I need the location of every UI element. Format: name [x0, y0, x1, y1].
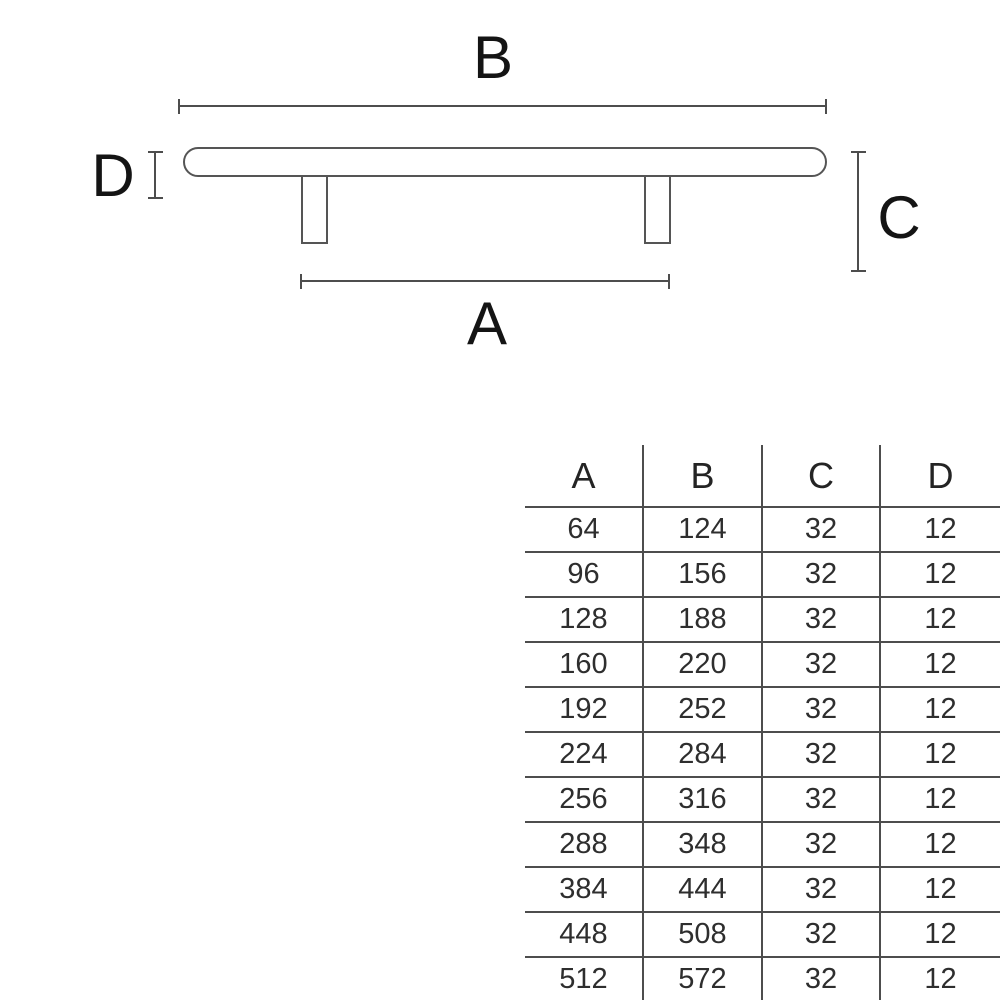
- dimension-line: [154, 151, 156, 199]
- table-cell: 64: [525, 507, 643, 553]
- table-cell: 508: [642, 912, 762, 958]
- table-cell: 256: [525, 777, 643, 823]
- table-cell: 124: [642, 507, 762, 553]
- table-cell: 32: [761, 597, 880, 643]
- table-cell: 160: [525, 642, 643, 688]
- table-cell: 384: [525, 867, 643, 913]
- dimension-line-b: [178, 99, 827, 114]
- dimension-tick: [668, 274, 670, 289]
- table-cell: 32: [761, 507, 880, 553]
- table-row: 128 188 32 12: [525, 597, 1000, 643]
- handle-bar-outline: [183, 147, 827, 177]
- table-cell: 348: [642, 822, 762, 868]
- dimension-label-b: B: [472, 24, 514, 91]
- table-row: 192 252 32 12: [525, 687, 1000, 733]
- table-header-c: C: [761, 445, 880, 508]
- table-row: 448 508 32 12: [525, 912, 1000, 958]
- table-cell: 12: [879, 867, 1000, 913]
- table-cell: 12: [879, 687, 1000, 733]
- size-specification-table: A B C D 64 124 32 12 96 156 32 12 128 18…: [525, 445, 1000, 1000]
- dimension-tick: [851, 270, 866, 272]
- table-row: 288 348 32 12: [525, 822, 1000, 868]
- table-cell: 32: [761, 912, 880, 958]
- table-cell: 288: [525, 822, 643, 868]
- table-cell: 12: [879, 732, 1000, 778]
- dimension-line: [857, 151, 859, 272]
- table-cell: 156: [642, 552, 762, 598]
- table-header-row: A B C D: [525, 445, 1000, 508]
- table-row: 224 284 32 12: [525, 732, 1000, 778]
- table-cell: 12: [879, 597, 1000, 643]
- mounting-post-left: [301, 177, 328, 244]
- table-header-b: B: [642, 445, 762, 508]
- table-cell: 12: [879, 507, 1000, 553]
- table-cell: 32: [761, 642, 880, 688]
- table-row: 512 572 32 12: [525, 957, 1000, 1000]
- table-row: 384 444 32 12: [525, 867, 1000, 913]
- table-header-d: D: [879, 445, 1000, 508]
- table-cell: 32: [761, 867, 880, 913]
- table-cell: 188: [642, 597, 762, 643]
- table-cell: 128: [525, 597, 643, 643]
- table-row: 256 316 32 12: [525, 777, 1000, 823]
- table-cell: 316: [642, 777, 762, 823]
- dimension-tick: [148, 197, 163, 199]
- table-cell: 32: [761, 957, 880, 1000]
- dimension-label-d: D: [91, 142, 135, 209]
- table-cell: 12: [879, 957, 1000, 1000]
- table-cell: 252: [642, 687, 762, 733]
- table-cell: 284: [642, 732, 762, 778]
- table-cell: 444: [642, 867, 762, 913]
- mounting-post-right: [644, 177, 671, 244]
- table-row: 160 220 32 12: [525, 642, 1000, 688]
- table-cell: 12: [879, 912, 1000, 958]
- table-cell: 32: [761, 552, 880, 598]
- table-cell: 448: [525, 912, 643, 958]
- table-cell: 12: [879, 642, 1000, 688]
- table-cell: 32: [761, 732, 880, 778]
- table-cell: 224: [525, 732, 643, 778]
- table-cell: 32: [761, 777, 880, 823]
- dimension-label-c: C: [877, 184, 921, 251]
- table-cell: 192: [525, 687, 643, 733]
- table-cell: 32: [761, 687, 880, 733]
- dimension-line-c: [851, 151, 866, 272]
- dimension-line-d: [148, 151, 163, 199]
- table-cell: 12: [879, 552, 1000, 598]
- table-row: 64 124 32 12: [525, 507, 1000, 553]
- table-cell: 572: [642, 957, 762, 1000]
- table-cell: 12: [879, 822, 1000, 868]
- dimension-line: [178, 105, 827, 107]
- table-cell: 32: [761, 822, 880, 868]
- dimension-label-a: A: [466, 290, 508, 357]
- table-cell: 512: [525, 957, 643, 1000]
- dimension-line-a: [300, 274, 670, 289]
- dimension-line: [300, 280, 670, 282]
- table-cell: 96: [525, 552, 643, 598]
- table-header-a: A: [525, 445, 643, 508]
- dimension-tick: [825, 99, 827, 114]
- table-cell: 12: [879, 777, 1000, 823]
- table-cell: 220: [642, 642, 762, 688]
- table-row: 96 156 32 12: [525, 552, 1000, 598]
